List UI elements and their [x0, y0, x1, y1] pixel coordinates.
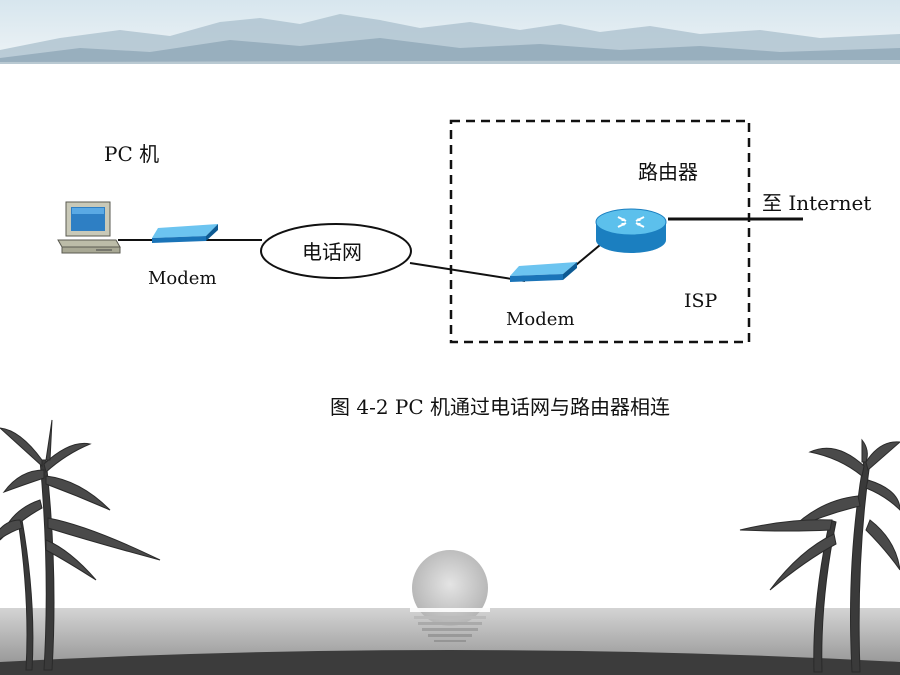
modem-icon — [152, 224, 218, 243]
isp-boundary — [449, 119, 751, 344]
palm-tree-icon — [0, 419, 161, 671]
modem-left-label: Modem — [148, 268, 217, 289]
router-icon — [595, 208, 667, 253]
internet-label: 至 Internet — [762, 191, 872, 215]
network-modem-link — [409, 262, 526, 282]
palm-tree-icon — [739, 438, 900, 673]
top-banner — [0, 0, 900, 64]
figure-caption: 图 4-2 PC 机通过电话网与路由器相连 — [330, 395, 671, 419]
computer-icon — [57, 201, 121, 254]
phone-network-cloud — [260, 223, 412, 279]
isp-label: ISP — [684, 290, 718, 312]
phone-network-label: 电话网 — [302, 240, 362, 264]
router-label: 路由器 — [638, 160, 698, 184]
modem-icon — [510, 262, 577, 282]
sun-icon — [410, 550, 490, 642]
bottom-scenery — [0, 419, 900, 675]
modem-right-label: Modem — [506, 309, 575, 330]
pc-label: PC 机 — [104, 142, 160, 166]
